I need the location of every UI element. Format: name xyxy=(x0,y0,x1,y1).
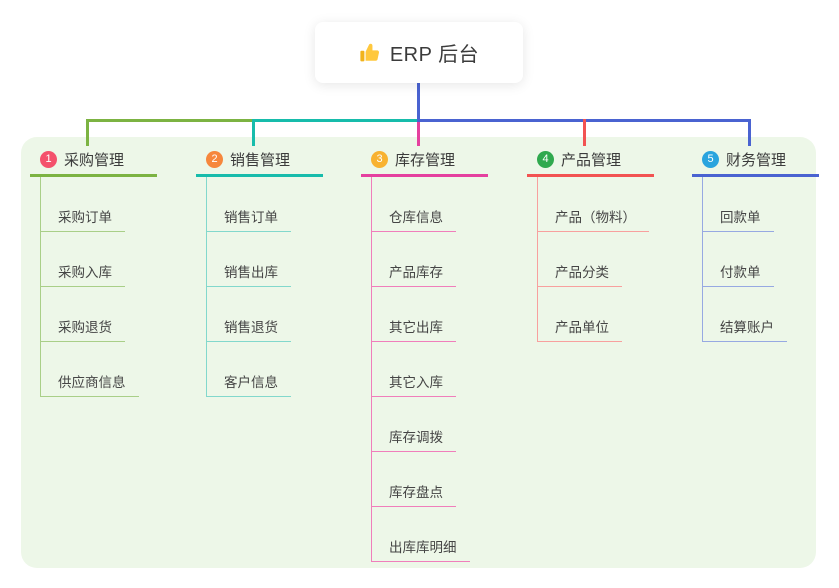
branch-4-children: 产品（物料）产品分类产品单位 xyxy=(537,177,654,342)
branch-3-child-1[interactable]: 仓库信息 xyxy=(372,177,456,232)
branch-2-child-1[interactable]: 销售订单 xyxy=(207,177,291,232)
connector-drop-branch-5 xyxy=(747,119,751,146)
branch-5-child-2[interactable]: 付款单 xyxy=(703,232,774,287)
thumbs-up-icon xyxy=(360,43,379,61)
branch-3-children: 仓库信息产品库存其它出库其它入库库存调拨库存盘点出库库明细 xyxy=(371,177,488,562)
branch-3-child-6[interactable]: 库存盘点 xyxy=(372,452,456,507)
branch-1-number-badge: 1 xyxy=(40,151,57,168)
branch-4-child-3[interactable]: 产品单位 xyxy=(538,287,622,342)
branch-5-number-badge: 5 xyxy=(702,151,719,168)
branch-4-child-2[interactable]: 产品分类 xyxy=(538,232,622,287)
branch-1-header[interactable]: 1 采购管理 xyxy=(30,145,157,177)
branch-2-children: 销售订单销售出库销售退货客户信息 xyxy=(206,177,323,397)
connector-root-stem xyxy=(416,83,420,122)
branch-2-child-4[interactable]: 客户信息 xyxy=(207,342,291,397)
branch-3-child-7[interactable]: 出库库明细 xyxy=(372,507,470,562)
branch-2-header[interactable]: 2 销售管理 xyxy=(196,145,323,177)
branch-3-number-badge: 3 xyxy=(371,151,388,168)
branches-background-panel xyxy=(21,137,816,568)
branch-1-child-4[interactable]: 供应商信息 xyxy=(41,342,139,397)
branch-5-header[interactable]: 5 财务管理 xyxy=(692,145,819,177)
branch-3-child-2[interactable]: 产品库存 xyxy=(372,232,456,287)
branch-3: 3 库存管理仓库信息产品库存其它出库其它入库库存调拨库存盘点出库库明细 xyxy=(361,145,488,562)
branch-5-children: 回款单付款单结算账户 xyxy=(702,177,819,342)
branch-4-label: 产品管理 xyxy=(561,152,622,169)
connector-drop-branch-1 xyxy=(85,119,89,146)
branch-5-label: 财务管理 xyxy=(726,152,787,169)
branch-1-child-1[interactable]: 采购订单 xyxy=(41,177,125,232)
branch-5-child-3[interactable]: 结算账户 xyxy=(703,287,787,342)
root-node[interactable]: ERP 后台 xyxy=(315,22,523,83)
branch-2-label: 销售管理 xyxy=(230,152,291,169)
branch-1-label: 采购管理 xyxy=(64,152,125,169)
branch-5: 5 财务管理回款单付款单结算账户 xyxy=(692,145,819,342)
branch-3-child-4[interactable]: 其它入库 xyxy=(372,342,456,397)
branch-3-label: 库存管理 xyxy=(395,152,456,169)
connector-drop-branch-3 xyxy=(416,122,420,146)
branch-4-child-1[interactable]: 产品（物料） xyxy=(538,177,649,232)
branch-2-child-3[interactable]: 销售退货 xyxy=(207,287,291,342)
branch-1-child-2[interactable]: 采购入库 xyxy=(41,232,125,287)
branch-3-child-5[interactable]: 库存调拨 xyxy=(372,397,456,452)
branch-3-header[interactable]: 3 库存管理 xyxy=(361,145,488,177)
root-node-label: ERP 后台 xyxy=(389,44,480,66)
connector-drop-branch-4 xyxy=(582,119,586,146)
branch-2-child-2[interactable]: 销售出库 xyxy=(207,232,291,287)
branch-4-number-badge: 4 xyxy=(537,151,554,168)
branch-1: 1 采购管理采购订单采购入库采购退货供应商信息 xyxy=(30,145,157,397)
branch-4-header[interactable]: 4 产品管理 xyxy=(527,145,654,177)
branch-2-number-badge: 2 xyxy=(206,151,223,168)
branch-1-children: 采购订单采购入库采购退货供应商信息 xyxy=(40,177,157,397)
branch-1-child-3[interactable]: 采购退货 xyxy=(41,287,125,342)
branch-3-child-3[interactable]: 其它出库 xyxy=(372,287,456,342)
connector-bus-branch-2 xyxy=(253,119,420,122)
connector-drop-branch-2 xyxy=(251,119,255,146)
branch-5-child-1[interactable]: 回款单 xyxy=(703,177,774,232)
branch-2: 2 销售管理销售订单销售出库销售退货客户信息 xyxy=(196,145,323,397)
branch-4: 4 产品管理产品（物料）产品分类产品单位 xyxy=(527,145,654,342)
